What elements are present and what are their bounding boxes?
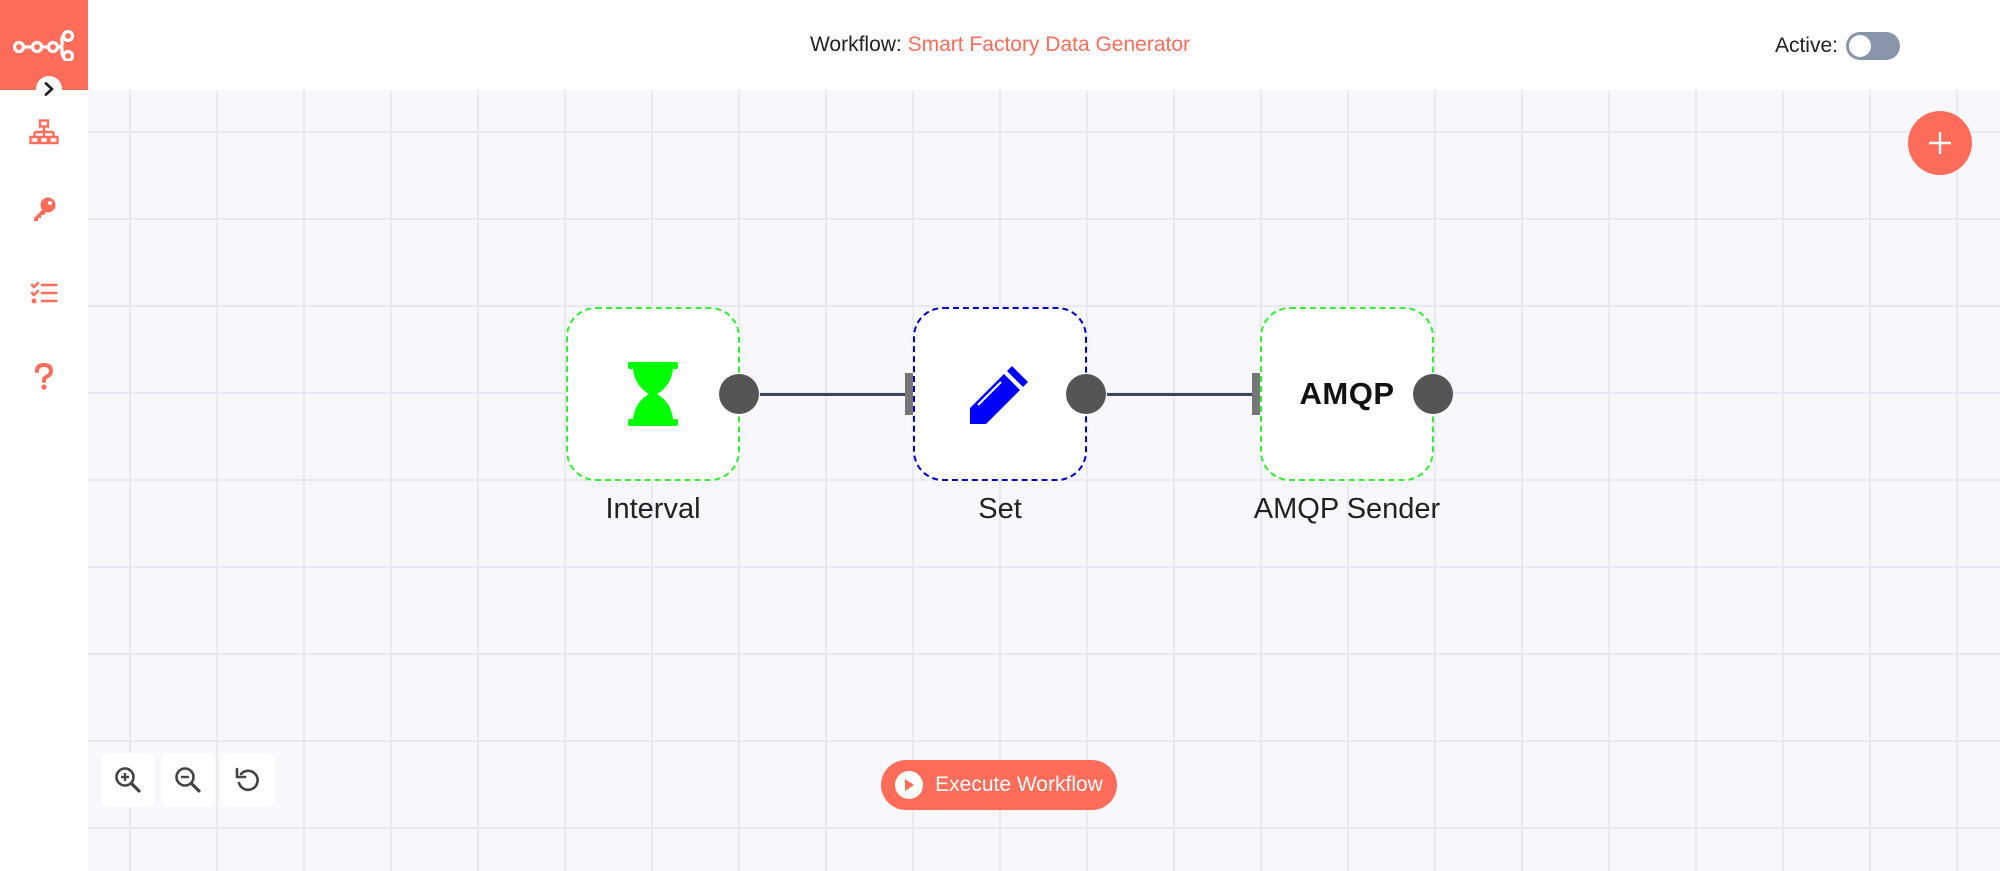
connection-interval-set[interactable] (760, 393, 906, 396)
node-interval-output-handle[interactable] (719, 374, 759, 414)
workflow-name[interactable]: Smart Factory Data Generator (907, 33, 1191, 56)
zoom-out-button[interactable] (161, 753, 215, 807)
active-toggle-knob (1849, 35, 1871, 57)
node-set-label: Set (978, 493, 1022, 525)
sidebar-item-credentials[interactable] (0, 184, 88, 234)
sidebar-item-help[interactable] (0, 352, 88, 402)
top-header: Workflow: Smart Factory Data Generator A… (88, 0, 2000, 90)
reset-zoom-button[interactable] (221, 753, 275, 807)
workflow-title: Workflow: Smart Factory Data Generator (88, 33, 1912, 57)
sidebar-item-executions[interactable] (0, 268, 88, 318)
connection-set-amqp[interactable] (1107, 393, 1259, 396)
network-icon (29, 119, 59, 145)
active-label: Active: (1774, 34, 1838, 57)
play-icon (895, 771, 924, 799)
question-icon (35, 363, 54, 390)
key-icon (34, 197, 56, 221)
node-set-output-handle[interactable] (1066, 374, 1106, 414)
active-control: Active: (1775, 32, 1900, 60)
execute-workflow-button[interactable]: Execute Workflow (881, 760, 1117, 810)
add-node-button[interactable] (1908, 111, 1972, 175)
execute-workflow-label: Execute Workflow (935, 773, 1103, 796)
sidebar (0, 0, 88, 871)
plus-icon (1929, 132, 1951, 154)
zoom-in-button[interactable] (101, 753, 155, 807)
node-set[interactable] (913, 307, 1087, 481)
sidebar-item-workflows[interactable] (0, 107, 88, 157)
zoom-out-icon (175, 767, 201, 793)
node-interval-label: Interval (605, 493, 701, 525)
sidebar-expand-button[interactable] (36, 76, 62, 102)
chevron-right-icon (44, 82, 54, 96)
amqp-logo-icon: AMQP (1299, 376, 1395, 411)
node-amqp-sender[interactable]: AMQP (1260, 307, 1434, 481)
workflow-title-prefix: Workflow: (809, 33, 902, 56)
active-toggle[interactable] (1846, 32, 1900, 60)
undo-icon (235, 767, 259, 792)
pencil-icon (970, 366, 1028, 424)
n8n-logo[interactable] (0, 0, 88, 90)
logo-icon (13, 29, 75, 61)
node-interval[interactable] (566, 307, 740, 481)
node-amqp-sender-label: AMQP Sender (1253, 493, 1441, 525)
node-amqp-output-handle[interactable] (1413, 374, 1453, 414)
tasks-icon (30, 281, 58, 304)
zoom-in-icon (115, 767, 141, 793)
hourglass-icon (628, 362, 678, 426)
